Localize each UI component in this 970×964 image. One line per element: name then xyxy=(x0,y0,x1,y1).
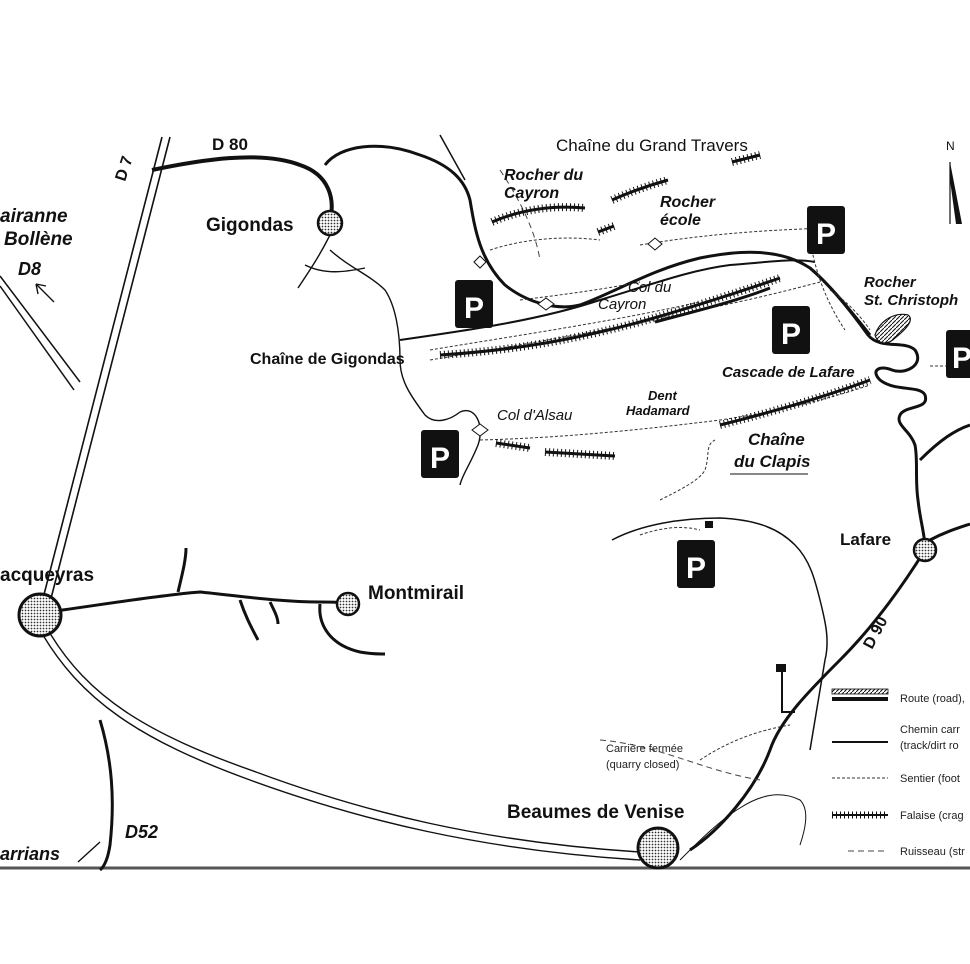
legend-stream: Ruisseau (str xyxy=(848,846,965,858)
label-sarrianne: airanne xyxy=(0,206,68,227)
label-grand-travers: Chaîne du Grand Travers xyxy=(556,136,748,155)
parking-label: P xyxy=(952,342,970,375)
streams xyxy=(499,169,761,781)
legend-footpath: Sentier (foot xyxy=(832,773,960,785)
parking-sign-3: P xyxy=(772,306,810,354)
road-beaumes-north xyxy=(781,668,795,713)
legend-stream-label: Ruisseau (str xyxy=(900,846,965,858)
label-dent-1: Dent xyxy=(648,388,678,403)
road-lafare-winding xyxy=(809,266,928,549)
bollene-arrow xyxy=(35,283,55,303)
rocher-st-christophe-shape xyxy=(874,313,911,344)
label-rocher-stc-2: St. Christoph xyxy=(864,292,958,309)
legend-cliff-label: Falaise (crag xyxy=(900,810,964,822)
legend-road-main-label: Route (road), xyxy=(900,693,965,705)
label-beaumes: Beaumes de Venise xyxy=(507,802,684,823)
town-beaumes-marker xyxy=(636,826,680,870)
legend-track-label-1: Chemin carr xyxy=(900,724,960,736)
label-chaine-gigondas: Chaîne de Gigondas xyxy=(250,351,405,368)
label-cayron-rock-2: Cayron xyxy=(504,185,559,202)
building-marker-2 xyxy=(705,521,713,528)
label-rocher-ecole-2: école xyxy=(660,212,701,229)
label-d7: D 7 xyxy=(113,154,137,183)
label-montmirail: Montmirail xyxy=(368,583,464,604)
legend-road-main: Route (road), xyxy=(831,688,965,705)
label-col-alsau: Col d'Alsau xyxy=(497,407,573,424)
road-montmirail xyxy=(47,590,349,614)
road-d52 xyxy=(98,719,114,872)
parking-sign-2: P xyxy=(807,206,845,254)
road-d7 xyxy=(39,136,171,611)
cliffs xyxy=(439,151,872,460)
legend-cliff: Falaise (crag xyxy=(832,810,964,822)
label-clapis-1: Chaîne xyxy=(748,430,805,449)
tracks-gigondas xyxy=(297,234,481,486)
label-carriere-1: Carrière fermée xyxy=(606,743,683,755)
label-dent-2: Hadamard xyxy=(626,403,691,418)
parking-sign-1: P xyxy=(455,280,493,328)
parking-label: P xyxy=(430,442,450,475)
label-rocher-stc-1: Rocher xyxy=(864,274,917,291)
label-clapis-2: du Clapis xyxy=(734,452,811,471)
label-vacqueyras: acqueyras xyxy=(0,565,94,586)
label-bollene: Bollène xyxy=(4,229,73,250)
roads-montmirail-spurs xyxy=(176,547,386,656)
building-marker xyxy=(776,664,786,672)
town-lafare-marker xyxy=(912,537,938,563)
town-montmirail-marker xyxy=(335,591,361,617)
parking-label: P xyxy=(464,292,484,325)
town-vacqueyras-marker xyxy=(17,592,63,638)
label-d80: D 80 xyxy=(212,135,248,154)
parking-sign-6: P xyxy=(677,540,715,588)
track-beaumes-east xyxy=(679,794,807,861)
col-markers xyxy=(471,237,663,437)
label-sarrians: arrians xyxy=(0,844,60,864)
road-d8 xyxy=(0,275,81,391)
road-lafare-parking xyxy=(611,517,828,751)
label-col-cayron-2: Cayron xyxy=(598,296,646,313)
road-d90 xyxy=(689,549,927,852)
label-d8: D8 xyxy=(18,259,41,279)
legend-footpath-label: Sentier (foot xyxy=(900,773,960,785)
road-lafare-east2 xyxy=(929,522,970,542)
parking-sign-5: P xyxy=(421,430,459,478)
road-d80 xyxy=(151,155,334,221)
parking-label: P xyxy=(686,552,706,585)
label-rocher-ecole-1: Rocher xyxy=(660,194,716,211)
legend-track-label-2: (track/dirt ro xyxy=(900,740,959,752)
town-gigondas-marker xyxy=(316,209,344,237)
road-gigondas-spur xyxy=(439,134,466,181)
label-lafare: Lafare xyxy=(840,530,891,549)
north-arrow: N xyxy=(946,139,962,224)
north-letter: N xyxy=(946,139,955,153)
road-vacqueyras-beaumes xyxy=(39,629,641,861)
label-cayron-rock-1: Rocher du xyxy=(504,167,583,184)
legend: Route (road), Chemin carr (track/dirt ro… xyxy=(831,688,965,858)
parking-label: P xyxy=(816,218,836,251)
label-d52: D52 xyxy=(125,822,158,842)
parking-sign-4: P xyxy=(946,330,970,378)
parking-label: P xyxy=(781,318,801,351)
road-lafare-east xyxy=(918,423,970,462)
label-carriere-2: (quarry closed) xyxy=(606,759,679,771)
label-cascade: Cascade de Lafare xyxy=(722,364,855,381)
label-col-cayron-1: Col du xyxy=(628,279,672,296)
road-sarrians xyxy=(77,841,101,863)
label-gigondas: Gigondas xyxy=(206,215,294,236)
legend-track: Chemin carr (track/dirt ro xyxy=(832,724,960,752)
